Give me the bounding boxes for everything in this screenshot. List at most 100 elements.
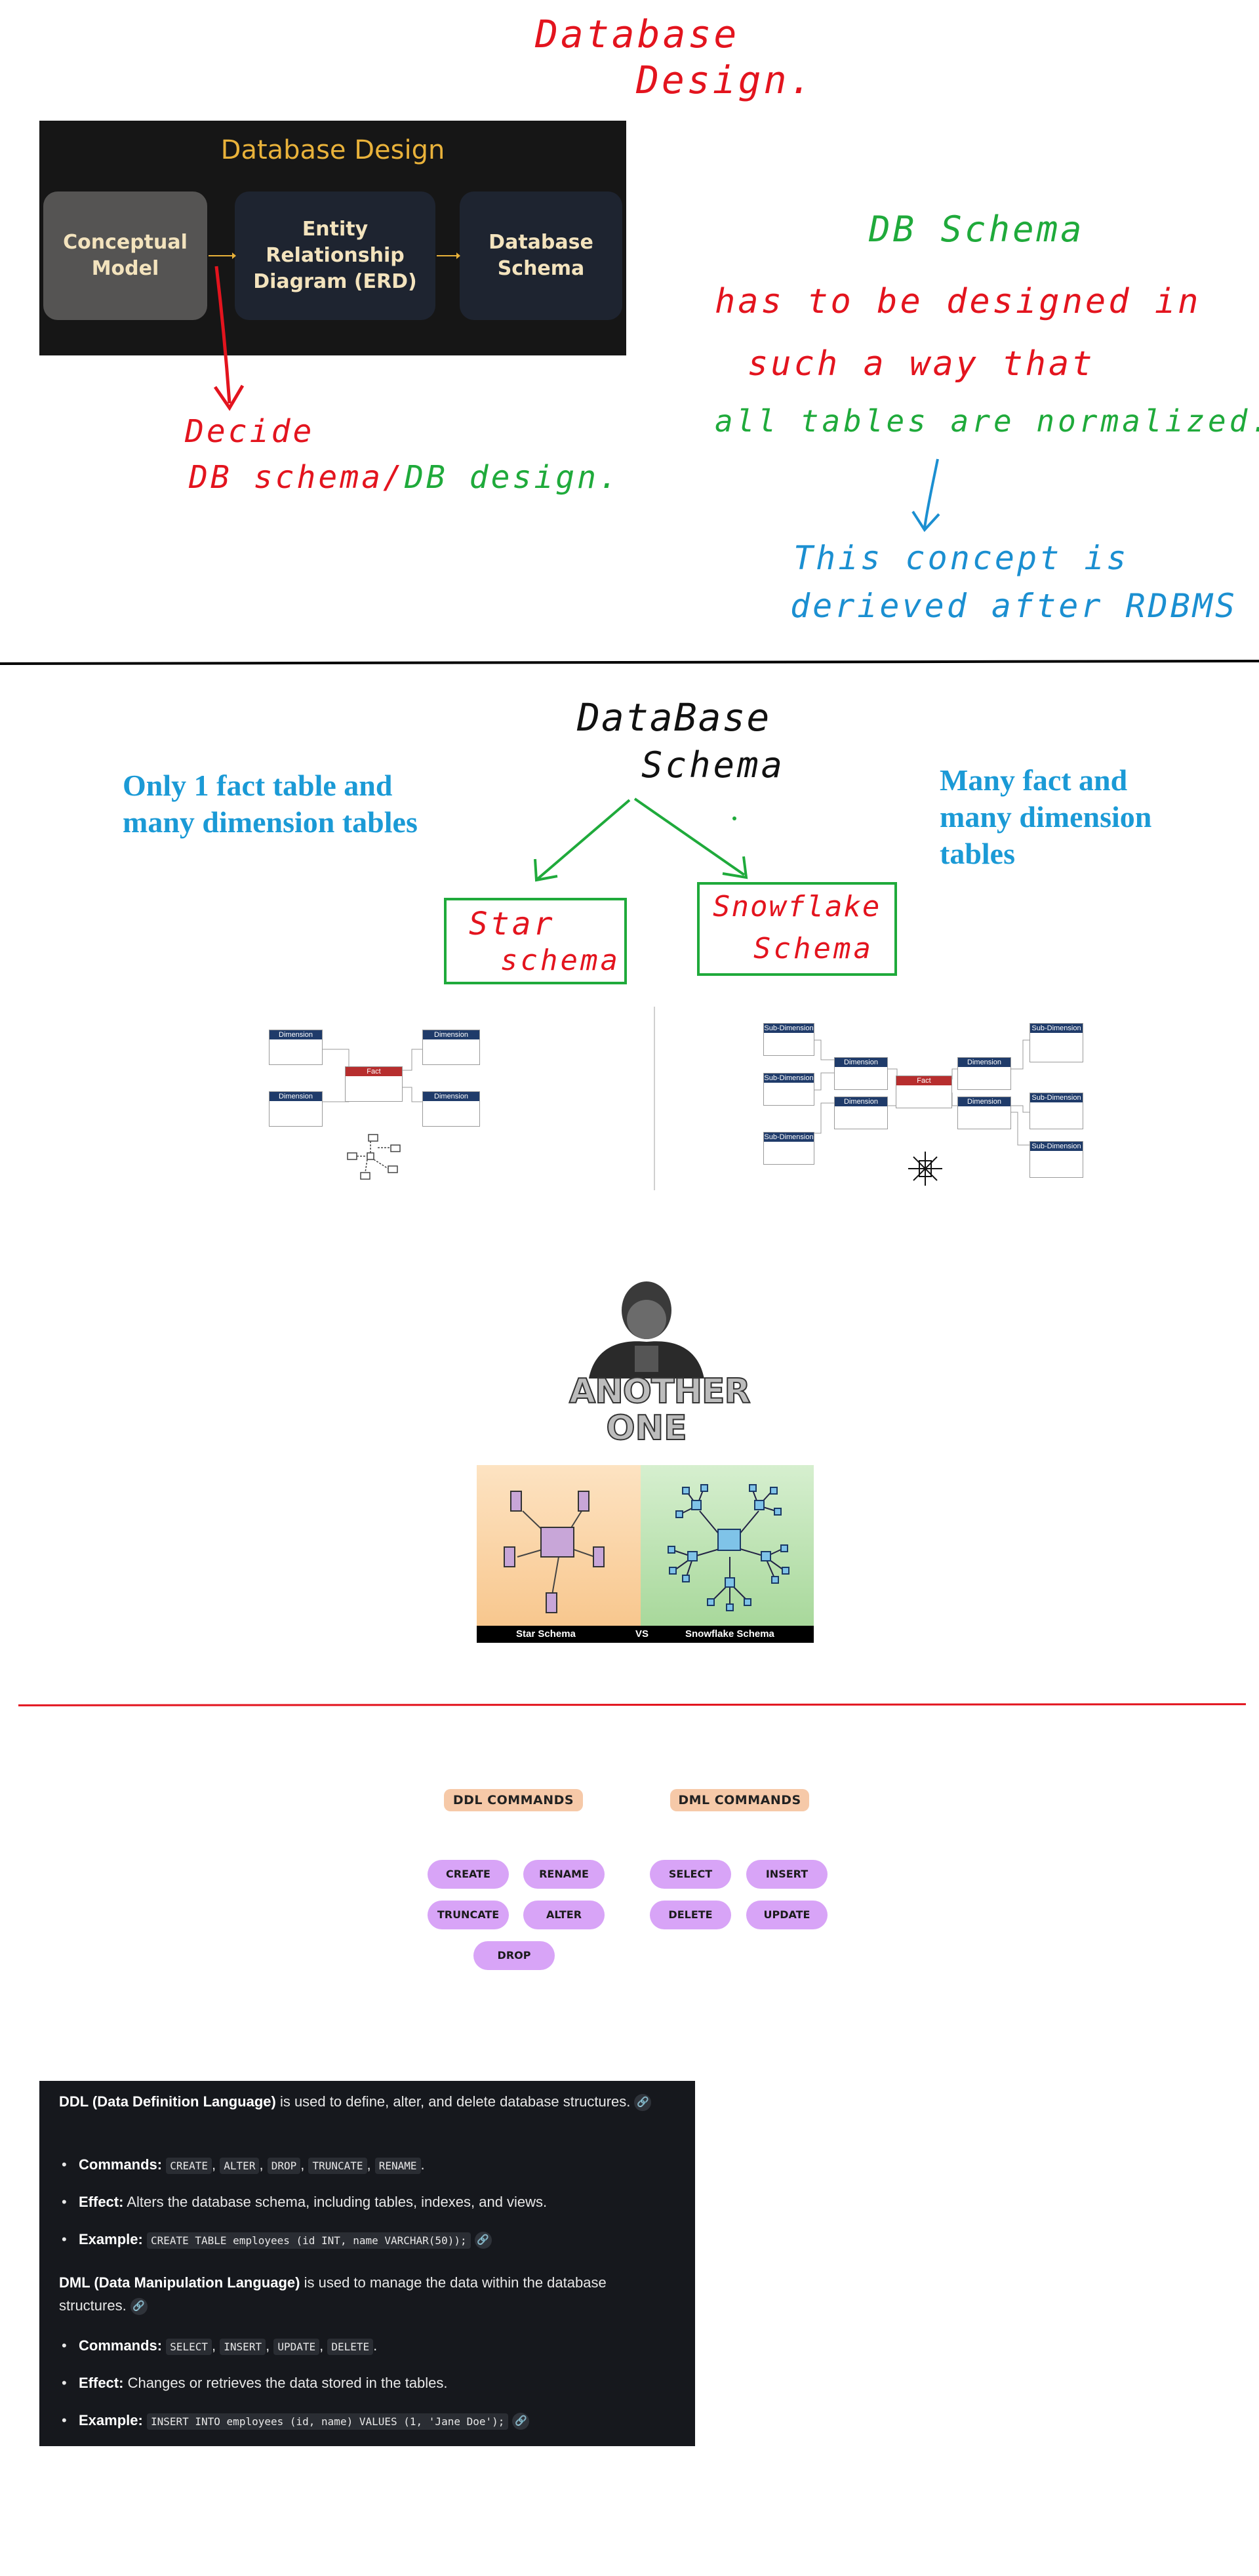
dml-commands-title: DML COMMANDS [670,1789,809,1811]
ddl-commands-item: Commands: CREATE, ALTER, DROP, TRUNCATE,… [62,2153,675,2177]
dml-effect-item: Effect: Changes or retrieves the data st… [62,2371,675,2394]
handwritten-title-2: Design. [636,58,814,102]
ddl-commands-title: DDL COMMANDS [444,1789,583,1811]
erd-box: Entity Relationship Diagram (ERD) [235,191,435,320]
ddl-cmd-drop: DROP [267,2158,301,2174]
snowflake-description: Many fact and many dimension tables [940,763,1152,870]
database-schema-box: Database Schema [460,191,622,320]
derived-arrow [911,458,940,533]
flow-arrows [209,252,460,259]
ddl-example-code: CREATE TABLE employees (id INT, name VAR… [146,2232,471,2249]
star-schema-diagram: Dimension Dimension Fact Dimension Dimen… [262,1030,498,1194]
snow-dimension-header-4: Dimension [958,1097,1010,1106]
ddl-effect-label: Effect: [79,2194,124,2210]
dml-cmd-update: UPDATE [273,2339,320,2355]
ddl-rename-pill: RENAME [523,1860,605,1889]
caption-star: Star Schema [516,1628,576,1640]
link-icon[interactable]: 🔗 [130,2298,148,2316]
star-panel [477,1465,641,1626]
snow-dimension-header-3: Dimension [958,1058,1010,1067]
star-vs-snowflake-image: Star Schema VS Snowflake Schema [477,1465,814,1643]
dml-text: is used to manage the data within the da… [59,2274,607,2314]
section-divider [0,659,1259,665]
sub-dimension-header-2: Sub-Dimension [764,1074,814,1083]
sub-dimension-6: Sub-Dimension [1029,1141,1083,1178]
caption-vs: VS [635,1628,649,1640]
snow-fact-table: Fact [896,1076,952,1108]
ddl-drop-pill: DROP [473,1941,555,1970]
dml-example-code: INSERT INTO employees (id, name) VALUES … [146,2413,509,2430]
snow-dimension-1: Dimension [834,1057,888,1090]
star-label-2: schema [500,944,620,977]
star-connectors [323,1049,424,1180]
decide-text: Decide [185,413,315,450]
derived-line-2: derieved after RDBMS [790,587,1238,625]
star-dimension-table-2: Dimension [422,1030,480,1065]
sub-dimension-header-6: Sub-Dimension [1030,1142,1083,1151]
snowflake-panel [641,1465,814,1626]
another-one-meme: ANOTHER ONE [569,1274,751,1449]
schema-title-line-2: Schema [641,744,786,786]
dml-paragraph: DML (Data Manipulation Language) is used… [59,2271,675,2317]
comparison-caption-bar: Star Schema VS Snowflake Schema [477,1626,814,1643]
snowflake-schema-diagram: Sub-Dimension Sub-Dimension Sub-Dimensio… [761,1020,1089,1197]
star-fact-table: Fact [345,1066,403,1102]
link-icon[interactable]: 🔗 [512,2413,530,2430]
ddl-dml-explanation: DDL (Data Definition Language) is used t… [39,2081,695,2446]
red-divider [18,1703,1247,1706]
star-dimension-header-4: Dimension [423,1092,479,1101]
dml-update-pill: UPDATE [746,1901,828,1929]
sub-dimension-2: Sub-Dimension [763,1073,814,1106]
conceptual-model-box: Conceptual Model [43,191,207,320]
sub-dimension-1: Sub-Dimension [763,1023,814,1056]
link-icon[interactable]: 🔗 [474,2232,492,2249]
snowflake-label-2: Schema [753,932,873,965]
ddl-cmd-alter: ALTER [220,2158,260,2174]
sub-dimension-header-3: Sub-Dimension [764,1133,814,1142]
dml-cmd-delete: DELETE [327,2339,374,2355]
ddl-commands-label: Commands: [79,2156,163,2173]
star-dimension-table-1: Dimension [269,1030,323,1065]
sub-dimension-3: Sub-Dimension [763,1132,814,1165]
decide-arrow [213,266,245,411]
snow-dimension-header-1: Dimension [835,1058,887,1067]
star-dimension-header-3: Dimension [270,1092,322,1101]
ddl-example-label: Example: [79,2231,143,2247]
diagram-separator [654,1007,655,1190]
dml-delete-pill: DELETE [650,1901,731,1929]
star-label-1: Star [469,906,555,942]
snow-dimension-4: Dimension [957,1097,1011,1129]
snow-dimension-2: Dimension [834,1097,888,1129]
dml-effect-text: Changes or retrieves the data stored in … [123,2375,448,2391]
meme-figure [589,1281,704,1379]
note-line-1: has to be designed in [715,282,1201,321]
title-line1: Database [535,12,740,56]
ddl-text: is used to define, alter, and delete dat… [275,2093,631,2110]
caption-snowflake: Snowflake Schema [685,1628,774,1640]
ddl-cmd-create: CREATE [166,2158,212,2174]
ddl-effect-text: Alters the database schema, including ta… [123,2194,548,2210]
database-design-card: Database Design Conceptual Model Entity … [39,121,626,355]
star-dimension-header-2: Dimension [423,1030,479,1039]
ddl-truncate-pill: TRUNCATE [428,1901,509,1929]
star-dimension-table-4: Dimension [422,1091,480,1127]
ddl-create-pill: CREATE [428,1860,509,1889]
dml-commands-label: Commands: [79,2337,163,2354]
link-icon[interactable]: 🔗 [634,2094,652,2112]
snowflake-panel-graphic [668,1484,789,1611]
ddl-effect-item: Effect: Alters the database schema, incl… [62,2190,675,2213]
meme-caption-2: ONE [605,1408,687,1449]
schema-branch-arrows [534,797,748,882]
ddl-example-item: Example: CREATE TABLE employees (id INT,… [62,2228,675,2252]
star-dimension-header-1: Dimension [270,1030,322,1039]
dml-commands-item: Commands: SELECT, INSERT, UPDATE, DELETE… [62,2334,675,2358]
ddl-paragraph: DDL (Data Definition Language) is used t… [59,2090,675,2113]
sub-dimension-4: Sub-Dimension [1029,1023,1083,1062]
meme-caption-1: ANOTHER [569,1371,751,1412]
derived-line-1: This concept is [793,539,1129,577]
ddl-heading: DDL (Data Definition Language) [59,2093,276,2110]
snowflake-schema-box: Snowflake Schema [697,882,897,976]
star-description: Only 1 fact table and many dimension tab… [123,769,418,839]
schema-title-line-1: DataBase [577,695,771,740]
ddl-cmd-rename: RENAME [374,2158,421,2174]
